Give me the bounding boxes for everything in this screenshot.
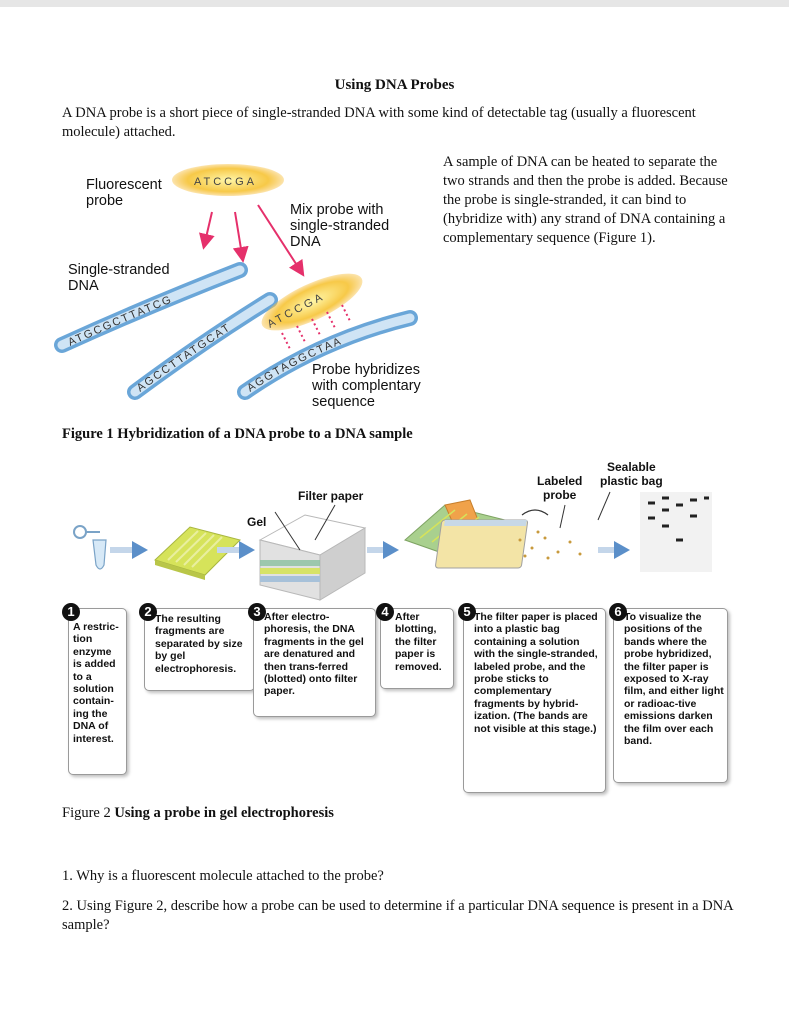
process-arrow-2 [217, 541, 255, 559]
step-2-box: The resulting fragments are separated by… [144, 608, 255, 691]
process-arrow-3 [367, 541, 399, 559]
page-title: Using DNA Probes [334, 77, 455, 93]
gel-slab [154, 526, 241, 580]
process-arrow-1 [110, 541, 148, 559]
step-2-number: 2 [139, 603, 157, 621]
step-5-number: 5 [458, 603, 476, 621]
step-6-number: 6 [609, 603, 627, 621]
probe-hybridizes-label: Probe hybridizes with complentary sequen… [312, 362, 421, 410]
arrow-mix [257, 204, 305, 277]
probe-sequence: ATCCGA [194, 176, 257, 188]
question-2: 2. Using Figure 2, describe how a probe … [62, 898, 733, 933]
figure1-caption: Figure 1 Hybridization of a DNA probe to… [62, 426, 413, 442]
step-4-number: 4 [376, 603, 394, 621]
sealable-bag [435, 491, 611, 569]
process-arrow-4 [598, 541, 630, 559]
step-4-box: After blotting, the filter paper is remo… [380, 608, 454, 689]
explanation-paragraph: A sample of DNA can be heated to separat… [443, 154, 728, 246]
step-3-box: After electro-phoresis, the DNA fragment… [253, 608, 376, 717]
gel-label: Gel [247, 515, 267, 529]
pointer-arrow [521, 509, 549, 516]
filter-paper-label: Filter paper [298, 489, 364, 503]
arrow-probe-1 [199, 211, 215, 250]
step-6-box: To visualize the positions of the bands … [613, 608, 728, 783]
intro-paragraph: A DNA probe is a short piece of single-s… [62, 105, 696, 140]
labeled-probe-label: Labeled probe [537, 474, 583, 502]
single-stranded-dna-label: Single-stranded DNA [68, 262, 170, 294]
figure2-caption-title: Using a probe in gel electrophoresis [114, 805, 334, 821]
step-5-box: The filter paper is placed into a plasti… [463, 608, 606, 793]
figure2-caption: Figure 2 Using a probe in gel electropho… [62, 805, 334, 821]
question-1: 1. Why is a fluorescent molecule attache… [62, 868, 384, 884]
sealable-bag-label: Sealable plastic bag [600, 460, 663, 488]
step-3-number: 3 [248, 603, 266, 621]
fluorescent-probe-label: Fluorescent probe [86, 177, 162, 209]
x-ray-film [640, 492, 712, 572]
blot-stack [258, 504, 367, 601]
fluorescent-probe: ATCCGA [172, 164, 284, 196]
arrow-probe-2 [232, 211, 249, 263]
step-1-box: A restric-tion enzyme is added to a solu… [68, 608, 127, 775]
test-tube-icon [73, 525, 107, 570]
step-1-number: 1 [62, 603, 80, 621]
top-toolbar-strip [0, 0, 789, 7]
mix-probe-label: Mix probe with single-stranded DNA [290, 202, 390, 250]
